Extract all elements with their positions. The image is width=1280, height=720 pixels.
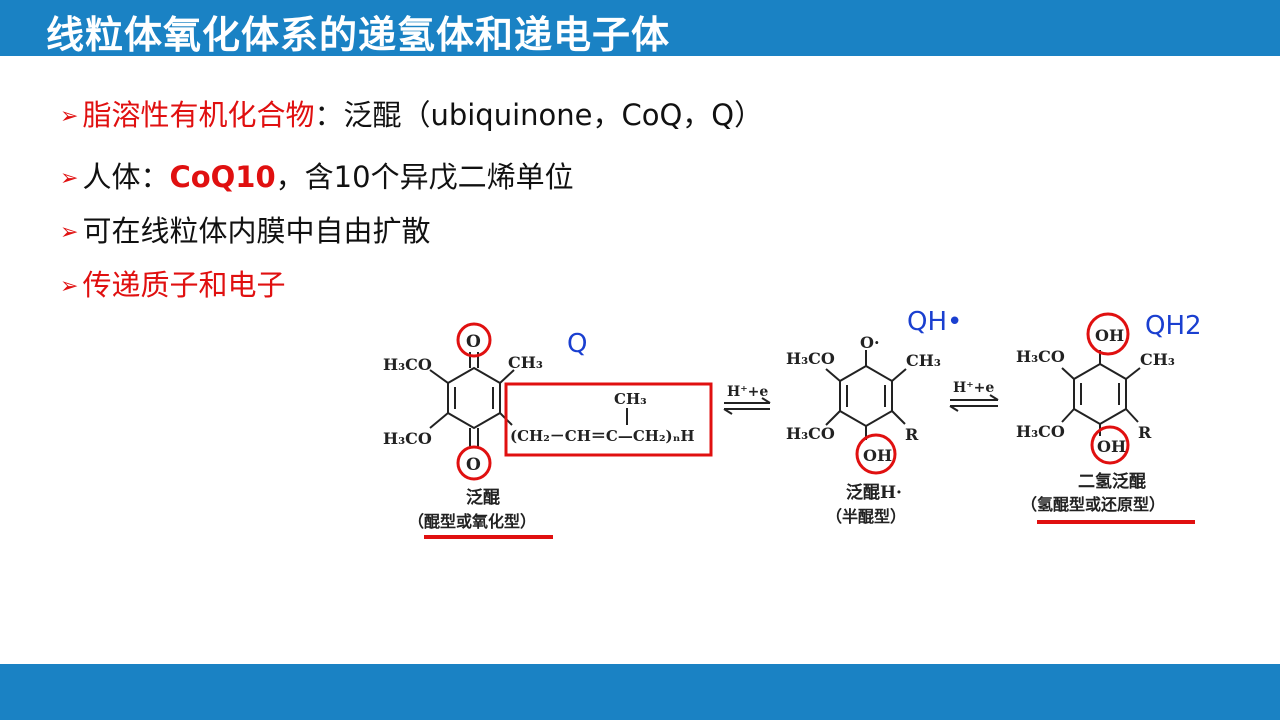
chain-ch3: CH₃: [614, 390, 647, 408]
hydroxyl-highlight-circle: [1086, 312, 1130, 356]
molecule-subname: （半醌型）: [826, 507, 906, 526]
oxygen-highlight-circle: [456, 445, 492, 481]
equilibrium-arrow: [723, 397, 771, 415]
label-q: Q: [567, 329, 587, 359]
group-r: R: [905, 425, 919, 444]
arrow-bullet-icon: ➢: [60, 220, 79, 245]
bullet-red-text: 脂溶性有机化合物: [82, 98, 315, 132]
bullet-red-text: 传递质子和电子: [82, 268, 286, 302]
footer-bar: [0, 664, 1280, 720]
atom-o-top: O: [466, 332, 481, 352]
isoprene-side-chain: (CH₂－CH＝C—CH₂)ₙH: [510, 427, 695, 445]
group-ch3: CH₃: [906, 351, 941, 370]
group-r: R: [1138, 423, 1152, 442]
bullet-lipid-soluble: ➢脂溶性有机化合物：泛醌（ubiquinone，CoQ，Q）: [60, 92, 763, 134]
atom-o-radical: O·: [860, 333, 880, 352]
group-ch3: CH₃: [1140, 350, 1175, 369]
coq10-highlight: CoQ10: [169, 160, 276, 194]
label-qh2: QH2: [1145, 311, 1202, 341]
header-bar: [0, 0, 1280, 56]
bullet-diffusion: ➢可在线粒体内膜中自由扩散: [60, 208, 430, 250]
arrow-label: H⁺+e: [953, 380, 994, 396]
hydroxyl-highlight-circle: [1090, 425, 1130, 465]
molecule-subname: （氢醌型或还原型）: [1021, 495, 1165, 514]
group-ch3: CH₃: [508, 353, 543, 372]
group-h3co-bottom: H₃CO: [383, 429, 432, 448]
bullet-text: ：泛醌（ubiquinone，CoQ，Q）: [314, 98, 764, 132]
group-h3co-top: H₃CO: [383, 355, 432, 374]
side-chain-highlight-box: [504, 382, 713, 457]
arrow-bullet-icon: ➢: [60, 104, 79, 129]
arrow-bullet-icon: ➢: [60, 166, 79, 191]
molecule-subname: （醌型或氧化型）: [408, 512, 536, 531]
group-h3co-bottom: H₃CO: [1016, 422, 1065, 441]
molecule-name: 二氢泛醌: [1078, 471, 1146, 492]
molecule-ubiquinone: [429, 352, 515, 448]
oxygen-highlight-circle: [456, 322, 492, 358]
bullet-human-coq10: ➢人体：CoQ10，含10个异戊二烯单位: [60, 154, 574, 196]
atom-o-bottom: O: [466, 455, 481, 475]
equilibrium-arrow: [949, 394, 999, 412]
group-h3co-top: H₃CO: [1016, 347, 1065, 366]
bullet-text: 可在线粒体内膜中自由扩散: [82, 214, 431, 248]
hydroxyl-highlight-circle: [855, 433, 897, 475]
group-oh: OH: [863, 446, 892, 465]
arrow-label: H⁺+e: [727, 384, 768, 400]
molecule-ubiquinol: [1061, 350, 1141, 436]
bullet-text: 人体：: [82, 160, 170, 194]
label-qh: QH•: [907, 307, 962, 337]
bullet-text: ，含10个异戊二烯单位: [275, 160, 574, 194]
group-h3co-top: H₃CO: [786, 349, 835, 368]
group-oh-top: OH: [1095, 326, 1124, 345]
arrow-bullet-icon: ➢: [60, 274, 79, 299]
molecule-semiquinone: [825, 350, 907, 440]
group-h3co-bottom: H₃CO: [786, 424, 835, 443]
slide-title: 线粒体氧化体系的递氢体和递电子体: [46, 13, 671, 57]
molecule-name: 泛醌: [466, 488, 500, 508]
molecule-name: 泛醌H·: [846, 483, 902, 503]
bullet-proton-electron: ➢传递质子和电子: [60, 262, 285, 304]
group-oh-bottom: OH: [1097, 437, 1126, 456]
